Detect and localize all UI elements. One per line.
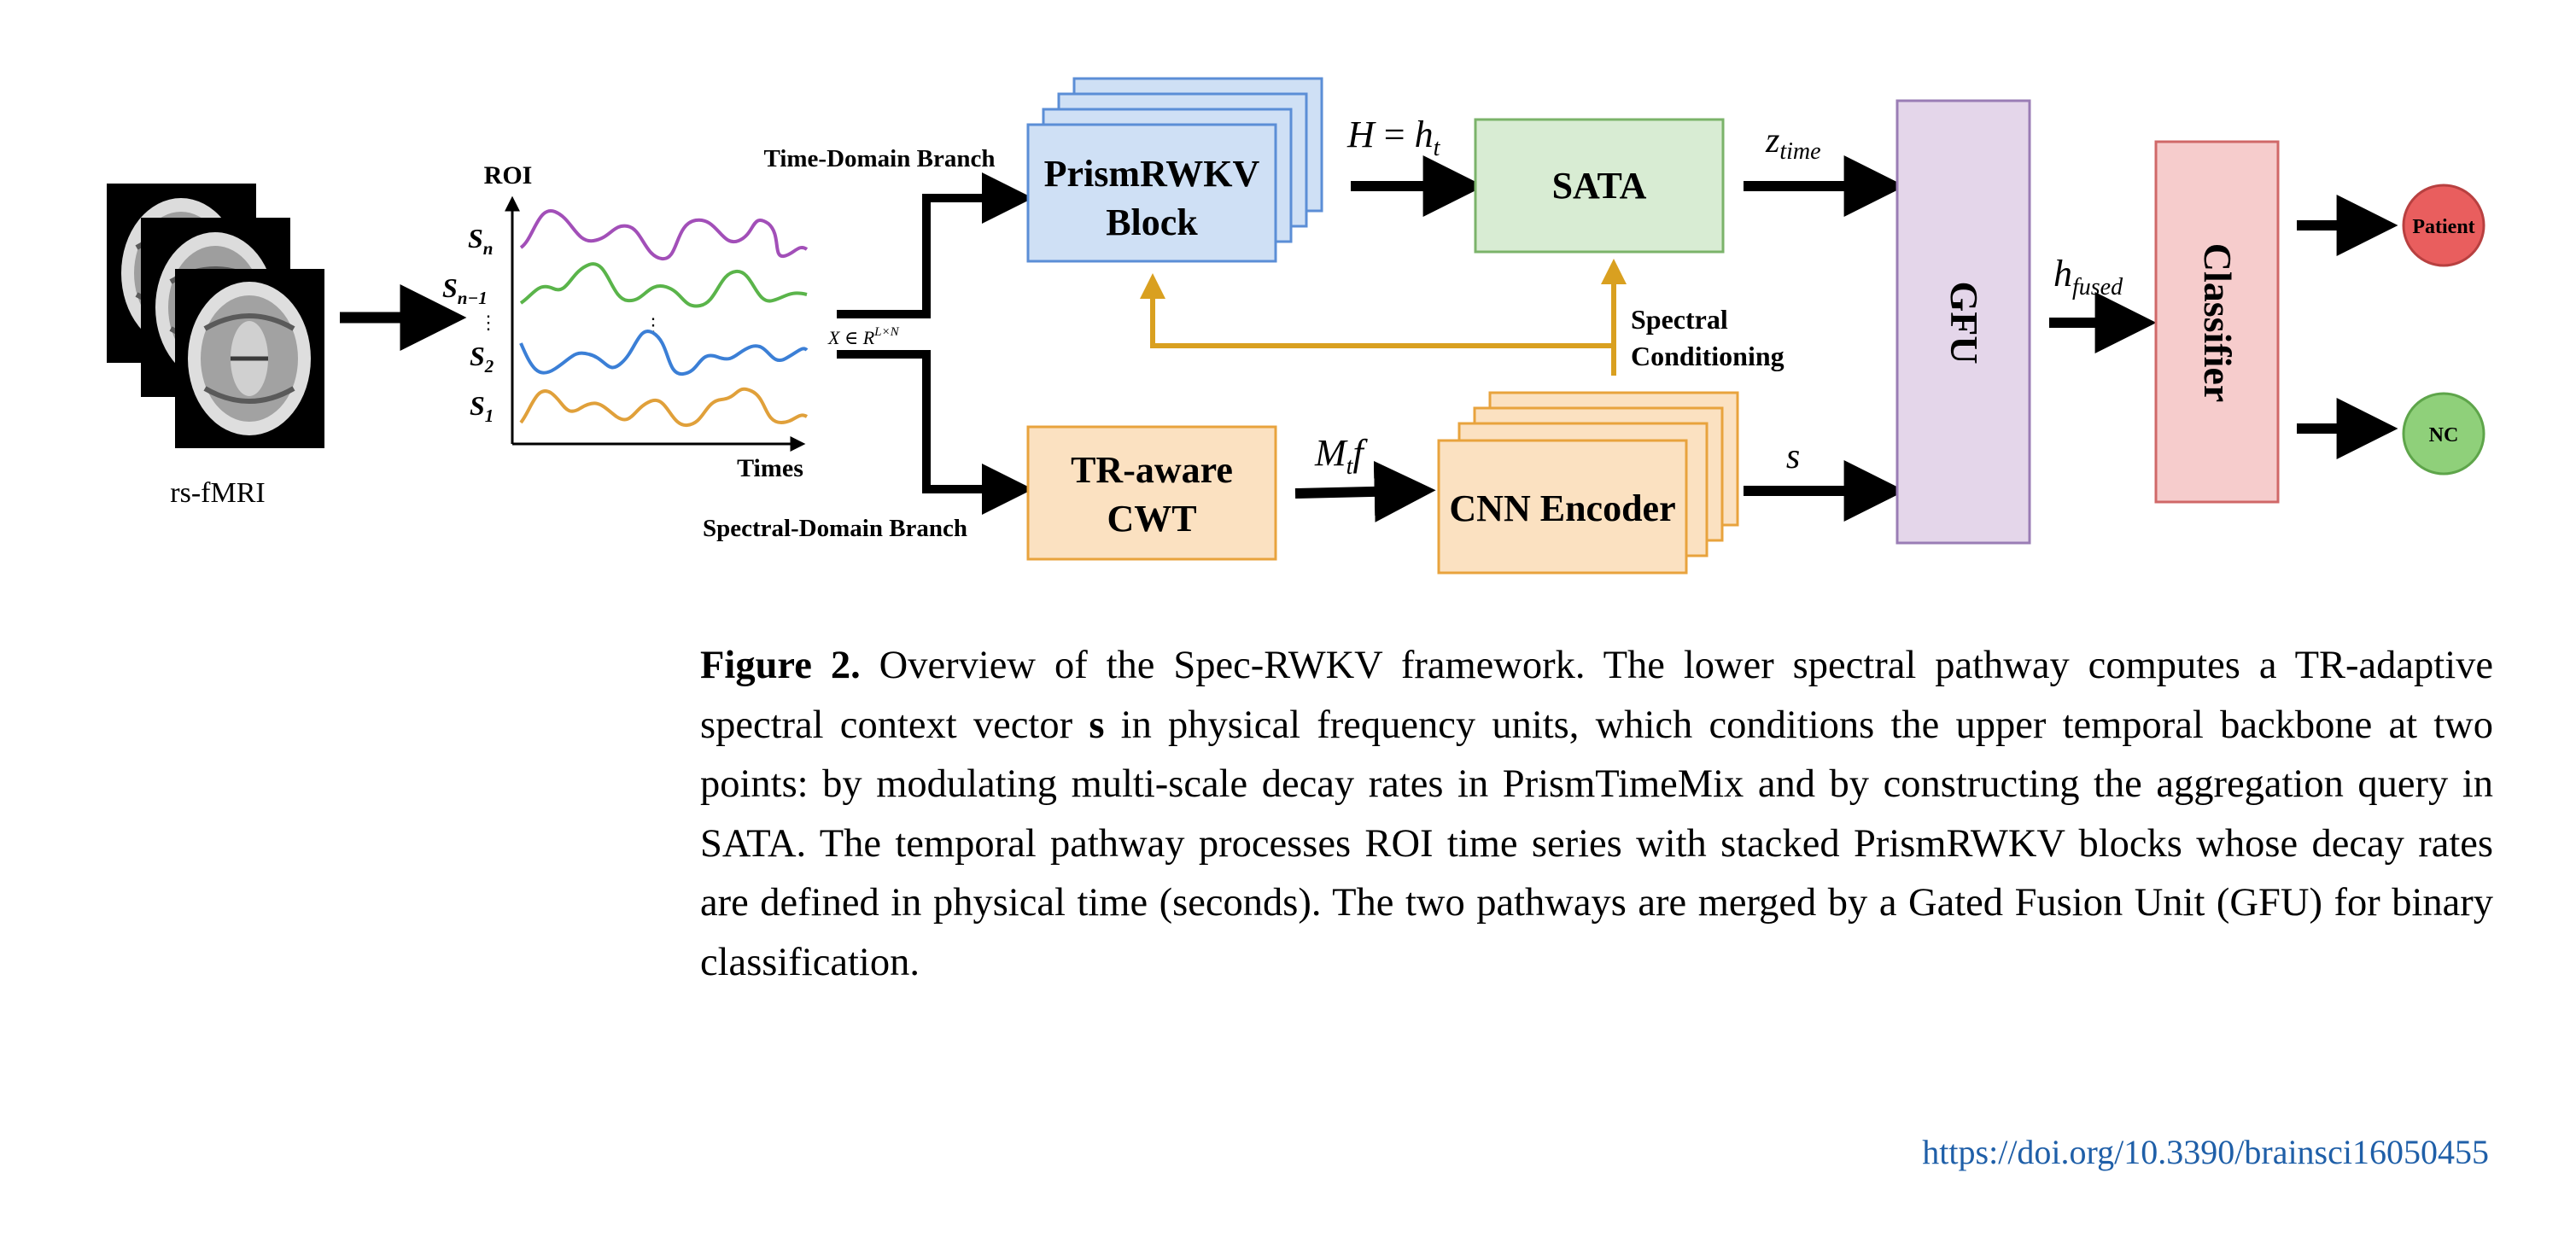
signal-curve-2 <box>519 330 809 376</box>
cnn-encoder-block: CNN Encoder <box>1437 391 1739 575</box>
classifier-label: Classifier <box>2196 243 2240 403</box>
input-label: rs-fMRI <box>170 477 265 509</box>
h-equation-label: H = ht <box>1346 114 1441 161</box>
signal-label-n: Sn <box>468 223 493 259</box>
figure-caption: Figure 2. Overview of the Spec-RWKV fram… <box>700 636 2493 992</box>
doi-link[interactable]: https://doi.org/10.3390/brainsci16050455 <box>1922 1133 2489 1171</box>
gfu-label: GFU <box>1942 281 1986 364</box>
figure-label: Figure 2. <box>700 644 861 687</box>
spectral-branch-arrow <box>837 350 1033 515</box>
arrow-cwt-to-cnn <box>1294 460 1436 522</box>
signal-label-2: S2 <box>470 341 494 376</box>
caption-bold-symbol: s <box>1089 703 1105 747</box>
signal-curve-1 <box>519 387 809 427</box>
time-branch-label: Time-Domain Branch <box>764 145 996 172</box>
s-label: s <box>1786 437 1800 476</box>
roi-signal-plot: ROI Times Sn Sn−1 ⋮ S2 S1 ⋮ <box>442 161 809 482</box>
tr-aware-cwt-block: TR-aware CWT <box>1026 425 1277 561</box>
mtf-label: Mtf <box>1314 432 1368 480</box>
cwt-line2: CWT <box>1107 498 1196 540</box>
signal-curve-n <box>519 209 809 261</box>
prism-block-line2: Block <box>1106 201 1198 243</box>
nc-label: NC <box>2429 424 2459 446</box>
sata-block: SATA <box>1474 118 1725 254</box>
time-axis-label: Times <box>737 454 803 482</box>
spectral-branch-label: Spectral-Domain Branch <box>703 515 967 542</box>
signal-curve-n-1 <box>519 262 808 308</box>
spectral-conditioning-line2: Conditioning <box>1631 341 1785 371</box>
patient-label: Patient <box>2412 216 2474 238</box>
sata-label: SATA <box>1552 165 1647 207</box>
prism-rwkv-block: PrismRWKV Block <box>1026 77 1323 263</box>
signal-label-n-1: Sn−1 <box>442 272 488 308</box>
brain-slice <box>175 269 324 448</box>
roi-axis-label: ROI <box>484 161 533 190</box>
cwt-line1: TR-aware <box>1071 449 1233 491</box>
spectral-conditioning-line1: Spectral <box>1631 304 1728 335</box>
caption-text-after: in physical frequency units, which condi… <box>700 703 2493 984</box>
nc-output: NC <box>2402 392 2485 476</box>
framework-diagram: rs-fMRI ROI Times Sn Sn−1 ⋮ S2 S1 ⋮ X ∈ … <box>107 77 2485 575</box>
h-fused-label: hfused <box>2053 253 2123 300</box>
cnn-encoder-label: CNN Encoder <box>1449 487 1675 529</box>
signal-label-1: S1 <box>470 390 494 426</box>
conditioning-line-to-prism <box>1140 273 1616 376</box>
time-branch-arrow <box>837 172 1033 318</box>
brain-slices <box>107 184 324 448</box>
gfu-block: GFU <box>1895 99 2031 545</box>
input-matrix-label: X ∈ RL×N <box>827 325 900 348</box>
caption-text: Overview of the Spec-RWKV framework. The… <box>700 644 2493 747</box>
z-time-label: ztime <box>1765 121 1821 165</box>
signal-label-ellipsis: ⋮ <box>479 312 498 333</box>
patient-output: Patient <box>2402 184 2485 267</box>
prism-block-line1: PrismRWKV <box>1044 153 1260 195</box>
classifier-block: Classifier <box>2154 140 2280 504</box>
